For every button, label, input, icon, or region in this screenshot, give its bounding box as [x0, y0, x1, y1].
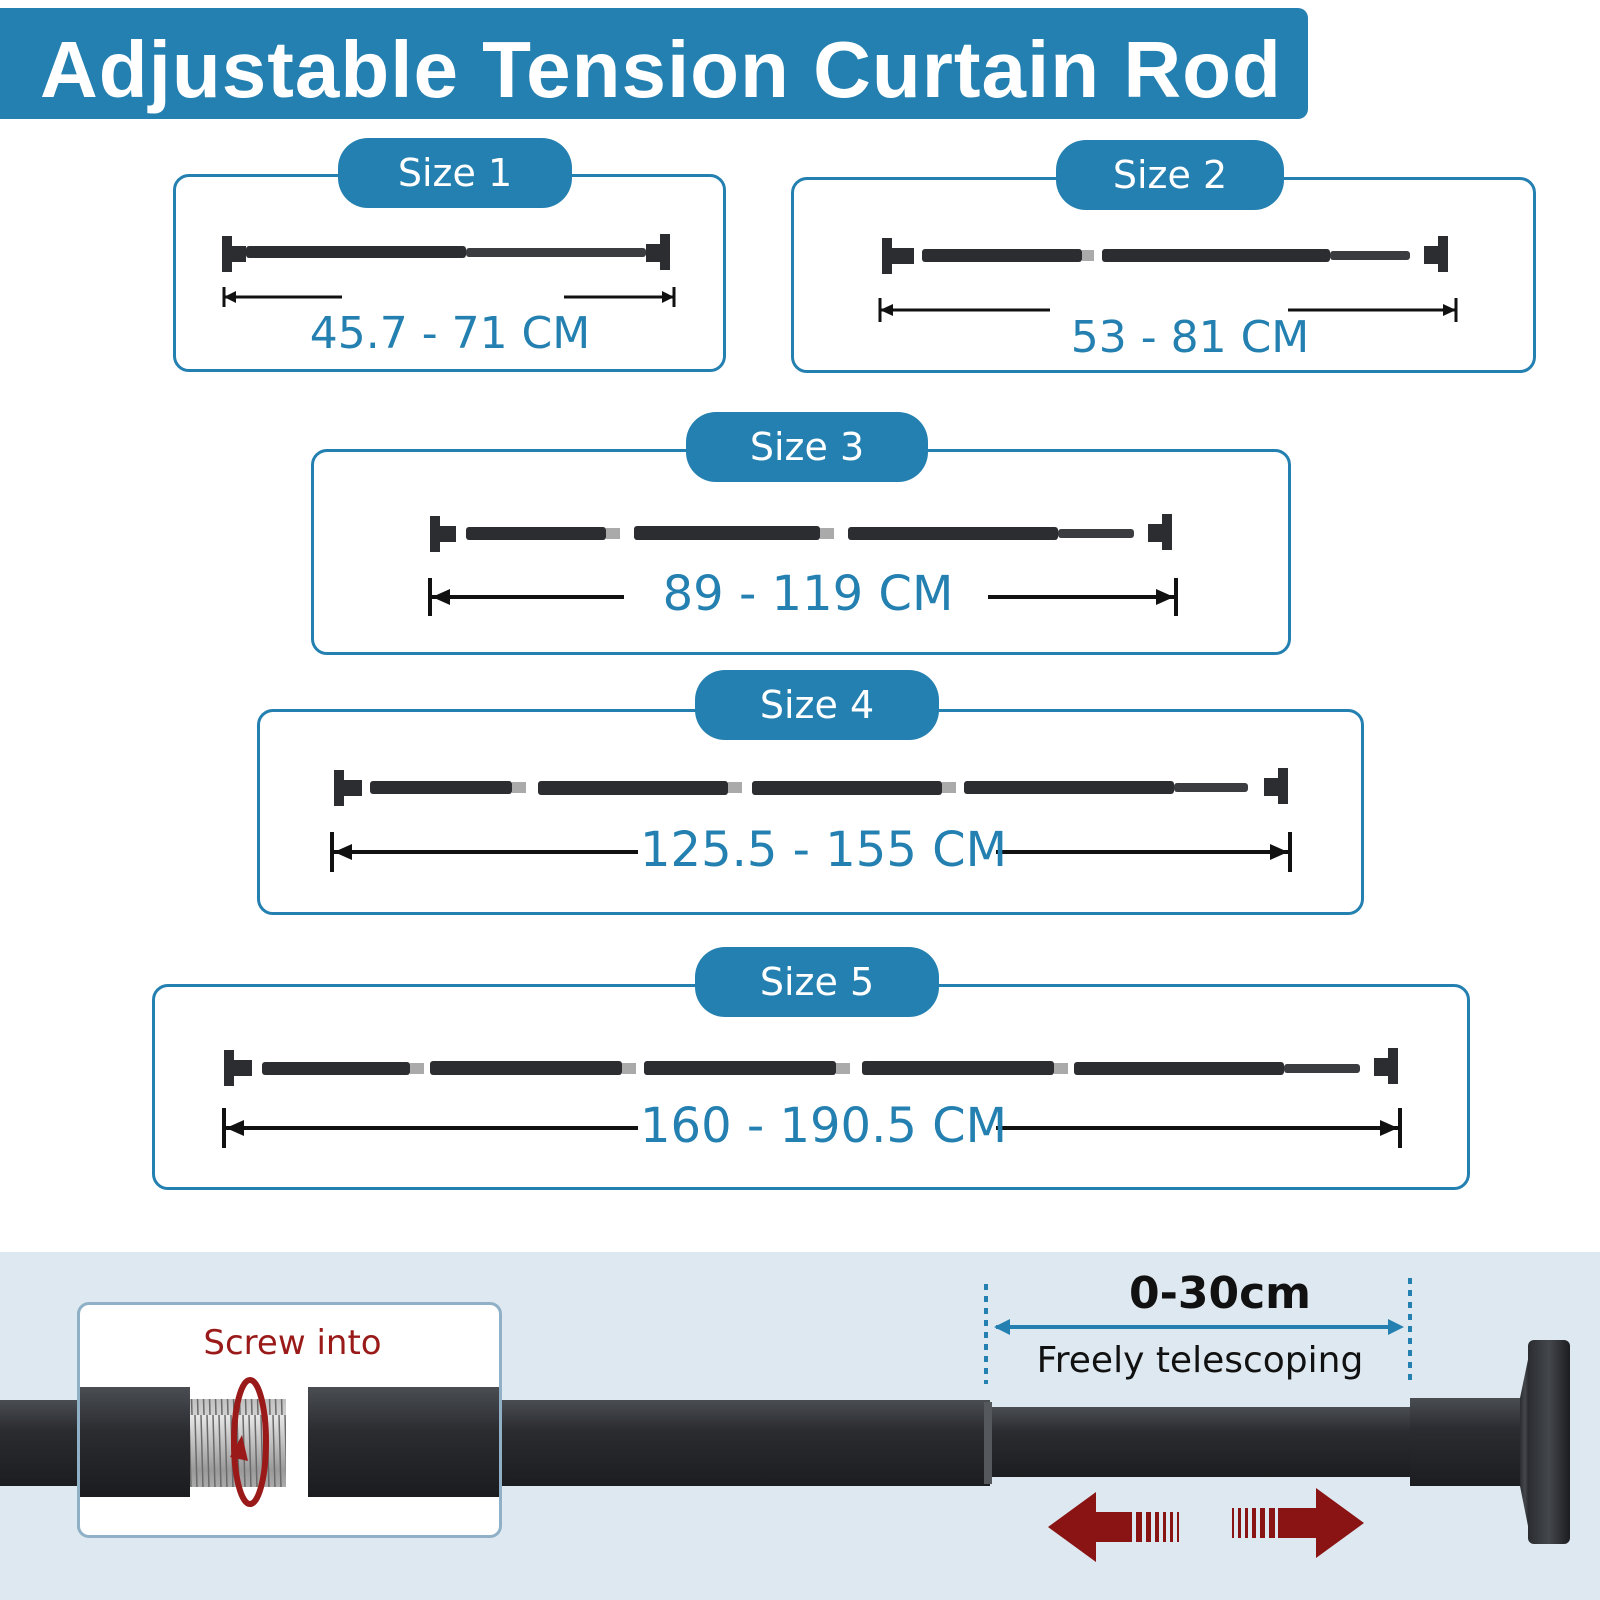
- size-5-range: 160 - 190.5 CM: [640, 1098, 1008, 1154]
- page-title: Adjustable Tension Curtain Rod: [40, 25, 1282, 114]
- size-5-card: [152, 984, 1470, 1190]
- size-3-card: [311, 449, 1291, 655]
- screw-detail-inset: Screw into: [77, 1302, 502, 1538]
- size-2-range: 53 - 81 CM: [1070, 312, 1310, 363]
- range-label: 0-30cm: [1128, 1268, 1312, 1319]
- size-1-card: [173, 174, 726, 372]
- size-3-label: Size 3: [686, 412, 928, 482]
- title-banner: Adjustable Tension Curtain Rod: [0, 8, 1308, 119]
- rotate-arrow-icon: [230, 1377, 269, 1507]
- screw-label: Screw into: [203, 1323, 382, 1363]
- size-5-label: Size 5: [695, 947, 939, 1017]
- size-3-range: 89 - 119 CM: [662, 566, 954, 622]
- size-1-range: 45.7 - 71 CM: [309, 308, 591, 359]
- size-4-label: Size 4: [695, 670, 939, 740]
- telescoping-label: Freely telescoping: [1036, 1340, 1364, 1381]
- size-4-card: [257, 709, 1364, 915]
- size-1-label: Size 1: [338, 138, 572, 208]
- size-2-label: Size 2: [1056, 140, 1284, 210]
- size-4-range: 125.5 - 155 CM: [640, 822, 1008, 878]
